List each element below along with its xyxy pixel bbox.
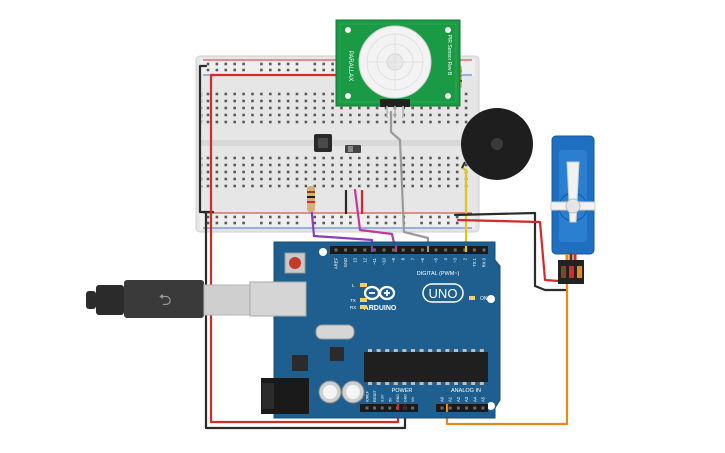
atmega-chip (364, 352, 488, 382)
piezo-buzzer (461, 108, 533, 180)
usb-icon: ⮌ (159, 290, 172, 309)
analog-pin-label: A0 (440, 396, 445, 402)
resistor (307, 186, 315, 212)
arduino-uno: ARDUINO UNO ON L TX RX AREF GND 13 12 ~11 ~10… (249, 241, 501, 419)
led-label-tx: TX (350, 298, 356, 303)
servo-motor (550, 135, 596, 284)
analog-pin-label: A3 (464, 396, 469, 402)
uno-badge (422, 283, 464, 303)
digital-pin-label: 2 (462, 257, 467, 260)
bb-row-letter: a (201, 184, 204, 189)
digital-pin-label: ~6 (420, 257, 425, 262)
usb-cable: ⮌ (86, 280, 251, 318)
digital-pin-label: 4 (443, 257, 448, 260)
digital-pin-label: 12 (362, 257, 367, 262)
digital-label: DIGITAL (PWM~) (417, 271, 460, 277)
analog-pin-label: A1 (448, 396, 453, 402)
analog-pin-label: A4 (472, 396, 477, 402)
bb-row-letter: g (201, 113, 204, 118)
bb-row-letter: i (201, 99, 202, 104)
power-pin-label: IOREF (366, 390, 370, 402)
led-label-l: L (352, 283, 355, 288)
digital-pin-label: TX 1 (472, 257, 477, 267)
digital-pin-label: AREF (334, 258, 339, 270)
bb-row-letter: d (201, 163, 204, 168)
digital-pin-label: 8 (401, 257, 406, 260)
digital-header (330, 246, 488, 254)
digital-pin-label: 13 (353, 257, 358, 262)
bb-row-letter: e (201, 156, 204, 161)
led-label-rx: RX (350, 305, 356, 310)
bb-row-letter: c (201, 170, 203, 175)
wire-gray-pir-signal (389, 110, 430, 254)
analog-label: ANALOG IN (451, 388, 481, 394)
bb-row-letter: j (200, 92, 202, 97)
digital-pin-label: ~11 (372, 257, 377, 264)
pir-sensor: PARALLAX PIR Sensor Rev B (335, 19, 461, 118)
bb-row-letter: f (201, 120, 203, 125)
analog-header (436, 404, 488, 412)
digital-pin-label: ~9 (391, 257, 396, 262)
power-label: POWER (392, 388, 413, 394)
power-pin-label: 3.3V (381, 394, 385, 402)
power-pin-label: GND (404, 394, 408, 402)
power-pin-label: 5V (388, 397, 392, 402)
pir-label-text: PIR Sensor Rev B (446, 35, 452, 76)
arduino-model: UNO (429, 286, 458, 301)
power-pin-label: GND (396, 394, 400, 402)
arduino-brand: ARDUINO (364, 305, 397, 312)
digital-pin-label: 7 (410, 257, 415, 260)
digital-pin-labels: AREF GND 13 12 ~11 ~10 ~9 8 7 ~6 ~5 4 ~3 2 TX 1 RX 0 (334, 257, 487, 269)
power-pin-label: Vin (411, 397, 415, 402)
digital-pin-label: ~5 (434, 257, 439, 262)
wire-black-ground-left (198, 64, 407, 430)
digital-pin-label: GND (343, 258, 348, 267)
usb-plug (203, 284, 251, 316)
pir-side-text: PARALLAX (347, 51, 353, 82)
analog-pin-label: A2 (456, 396, 461, 402)
digital-pin-label: RX 0 (482, 257, 487, 267)
on-label: ON (480, 296, 488, 302)
digital-pin-label: ~3 (453, 257, 458, 262)
wire-yellow-buzzer (460, 166, 468, 254)
digital-pin-label: ~10 (382, 257, 387, 265)
usb-port (249, 281, 307, 317)
analog-pin-label: A5 (481, 396, 486, 402)
wire-ends (370, 246, 468, 412)
wire-black-servo (453, 211, 568, 292)
bb-row-letter: h (201, 106, 204, 111)
arduino-logo-icon (363, 285, 396, 301)
bb-row-letter: b (201, 177, 204, 182)
power-pin-label: RESET (373, 389, 377, 402)
